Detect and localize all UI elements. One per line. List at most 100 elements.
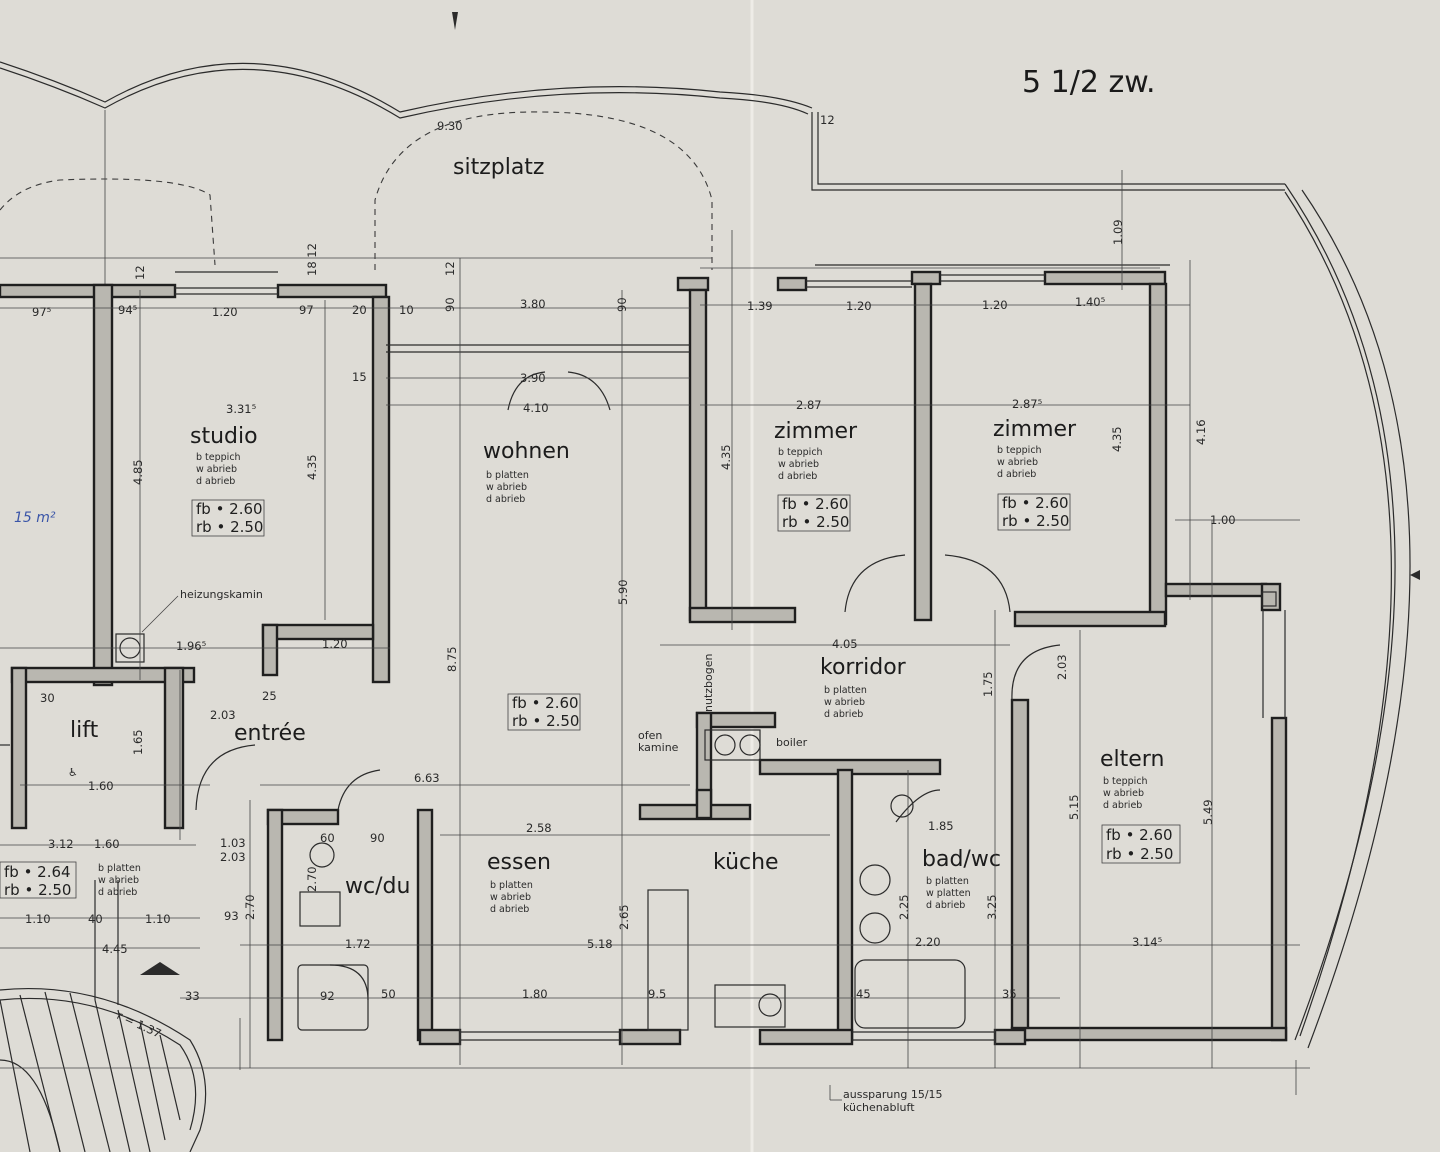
room-wall-spec: w platten: [926, 888, 971, 899]
dim-label: 2.58: [526, 821, 552, 835]
room-wohnen: wohnen b platten w abrieb d abrieb fb • …: [483, 439, 581, 731]
room-ceiling-spec: d abrieb: [196, 476, 235, 487]
room-wall-spec: w abrieb: [486, 482, 527, 493]
dim-label: 1.09: [1111, 219, 1125, 245]
dim-label: 4.35: [305, 454, 319, 480]
room-ceiling-spec: d abrieb: [778, 471, 817, 482]
room-wall-spec: w abrieb: [490, 892, 531, 903]
dim-label: 90: [370, 831, 385, 845]
room-eltern: eltern b teppich w abrieb d abrieb fb • …: [1100, 747, 1181, 864]
room-wall-spec: w abrieb: [98, 875, 139, 886]
dim-label: 2.65: [617, 904, 631, 930]
room-floor-spec: b teppich: [778, 447, 823, 458]
room-name: wc/du: [345, 874, 410, 899]
room-name: korridor: [820, 655, 907, 680]
room-floor-height: fb • 2.60: [196, 500, 263, 518]
dim-label: 3.80: [520, 297, 546, 311]
dim-label: 5.90: [616, 579, 630, 605]
dim-label: 2.70: [243, 894, 257, 920]
windows: [175, 264, 1286, 1041]
dim-label: 92: [320, 989, 335, 1003]
room-name: essen: [487, 850, 551, 875]
section-marker-icon: [452, 12, 458, 30]
room-name: studio: [190, 424, 258, 449]
dim-label: 8.75: [445, 646, 459, 672]
dim-label: 90: [443, 297, 457, 312]
room-bad-wc: bad/wc b platten w platten d abrieb: [922, 847, 1001, 911]
dim-label: 3.90: [520, 371, 546, 385]
room-wall-spec: w abrieb: [824, 697, 865, 708]
handwritten-note: 15 m²: [14, 510, 56, 526]
dim-label: 4.35: [719, 444, 733, 470]
dim-label: 1.10: [25, 912, 51, 926]
room-floor-spec: b platten: [98, 863, 141, 874]
dim-label: 9.30: [437, 119, 463, 133]
dim-label: 12: [820, 113, 835, 127]
dim-label: 2.03: [1055, 654, 1069, 680]
room-name: bad/wc: [922, 847, 1001, 872]
dim-label: 5.49: [1201, 799, 1215, 825]
room-floor-spec: b platten: [926, 876, 969, 887]
dim-label: 2.87⁵: [1012, 397, 1043, 411]
dim-label: 1.39: [747, 299, 773, 313]
room-floor-spec: b teppich: [1103, 776, 1148, 787]
dim-label: 1.85: [928, 819, 954, 833]
room-zimmer-1: zimmer b teppich w abrieb d abrieb fb • …: [774, 419, 858, 532]
dim-label: 12: [443, 261, 457, 276]
dim-label: 1.60: [94, 837, 120, 851]
note-boiler: boiler: [776, 736, 808, 749]
room-korridor: korridor b platten w abrieb d abrieb: [820, 655, 907, 720]
dim-label: 1.72: [345, 937, 371, 951]
room-ceiling-spec: d abrieb: [997, 469, 1036, 480]
dim-label: 2.03: [210, 708, 236, 722]
room-zimmer-2: zimmer b teppich w abrieb d abrieb fb • …: [993, 417, 1077, 531]
dimension-lines: [0, 170, 1310, 1095]
dim-label: 1.10: [145, 912, 171, 926]
dim-label: 1.20: [982, 298, 1008, 312]
room-wall-spec: w abrieb: [778, 459, 819, 470]
dim-label: 2.03: [220, 850, 246, 864]
dim-label: 33: [185, 989, 200, 1003]
room-floor-height: fb • 2.60: [512, 694, 579, 712]
room-name: zimmer: [774, 419, 858, 444]
dim-label: 3.25: [985, 894, 999, 920]
dim-label: 1.65: [131, 729, 145, 755]
dim-label: 90: [615, 297, 629, 312]
dim-label: 93: [224, 909, 239, 923]
room-raw-height: rb • 2.50: [196, 518, 263, 536]
room-entree: entrée: [234, 721, 306, 746]
room-floor-height: fb • 2.60: [1002, 494, 1069, 512]
dim-label: 3.31⁵: [226, 402, 257, 416]
dim-label: 1.03: [220, 836, 246, 850]
room-wall-spec: w abrieb: [1103, 788, 1144, 799]
room-ceiling-spec: d abrieb: [486, 494, 525, 505]
dim-label: 15: [352, 370, 367, 384]
room-name: entrée: [234, 721, 306, 746]
room-floor-height: fb • 2.60: [782, 495, 849, 513]
dim-label: 1.20: [846, 299, 872, 313]
dim-label: 60: [320, 831, 335, 845]
dim-label: 50: [381, 987, 396, 1001]
room-raw-height: rb • 2.50: [512, 712, 579, 730]
room-ceiling-spec: d abrieb: [926, 900, 965, 911]
dim-label: 1.40⁵: [1075, 295, 1106, 309]
note-kamine: kamine: [638, 741, 679, 754]
dim-label: 6.63: [414, 771, 440, 785]
dim-label: 3.14⁵: [1132, 935, 1163, 949]
note-kuechenabluft: küchenabluft: [843, 1101, 915, 1114]
dim-label: 4.35: [1110, 426, 1124, 452]
room-ceiling-spec: d abrieb: [1103, 800, 1142, 811]
dim-label: 1.20: [322, 637, 348, 651]
room-name: küche: [713, 850, 779, 875]
dim-label: 10: [399, 303, 414, 317]
dim-label: 25: [262, 689, 277, 703]
room-floor-spec: b platten: [486, 470, 529, 481]
dim-label: 1.00: [1210, 513, 1236, 527]
room-ceiling-spec: d abrieb: [824, 709, 863, 720]
room-ceiling-spec: d abrieb: [490, 904, 529, 915]
dim-label: 1.96⁵: [176, 639, 207, 653]
dim-label: 35: [1002, 987, 1017, 1001]
room-ceiling-spec: d abrieb: [98, 887, 137, 898]
room-floor-spec: b platten: [824, 685, 867, 696]
